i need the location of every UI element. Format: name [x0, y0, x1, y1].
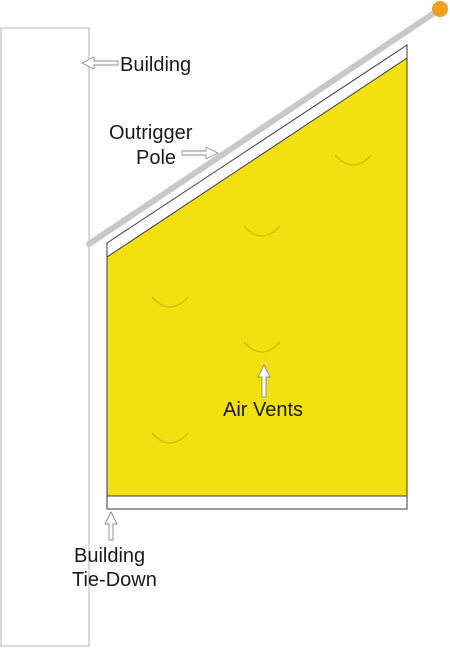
- tiedown-label-line2: Tie-Down: [72, 569, 157, 591]
- outrigger-arrow: [181, 146, 219, 160]
- air-vent: [243, 341, 281, 353]
- tiedown-label-line1: Building: [74, 545, 145, 567]
- tiedown-arrow: [104, 511, 118, 541]
- air-vent: [151, 296, 189, 308]
- outrigger-pole: [86, 6, 443, 247]
- building-arrow: [81, 56, 119, 70]
- building-label: Building: [120, 54, 191, 76]
- air-vent: [243, 225, 281, 237]
- air-vents-label: Air Vents: [223, 399, 303, 421]
- outrigger-label-line2: Pole: [136, 147, 176, 169]
- air-vents-arrow: [257, 364, 271, 398]
- building-wall: [0, 27, 90, 647]
- pole-tip: [432, 1, 448, 17]
- air-vent: [151, 432, 189, 444]
- outrigger-label-line1: Outrigger: [109, 122, 193, 144]
- air-vent: [334, 154, 372, 166]
